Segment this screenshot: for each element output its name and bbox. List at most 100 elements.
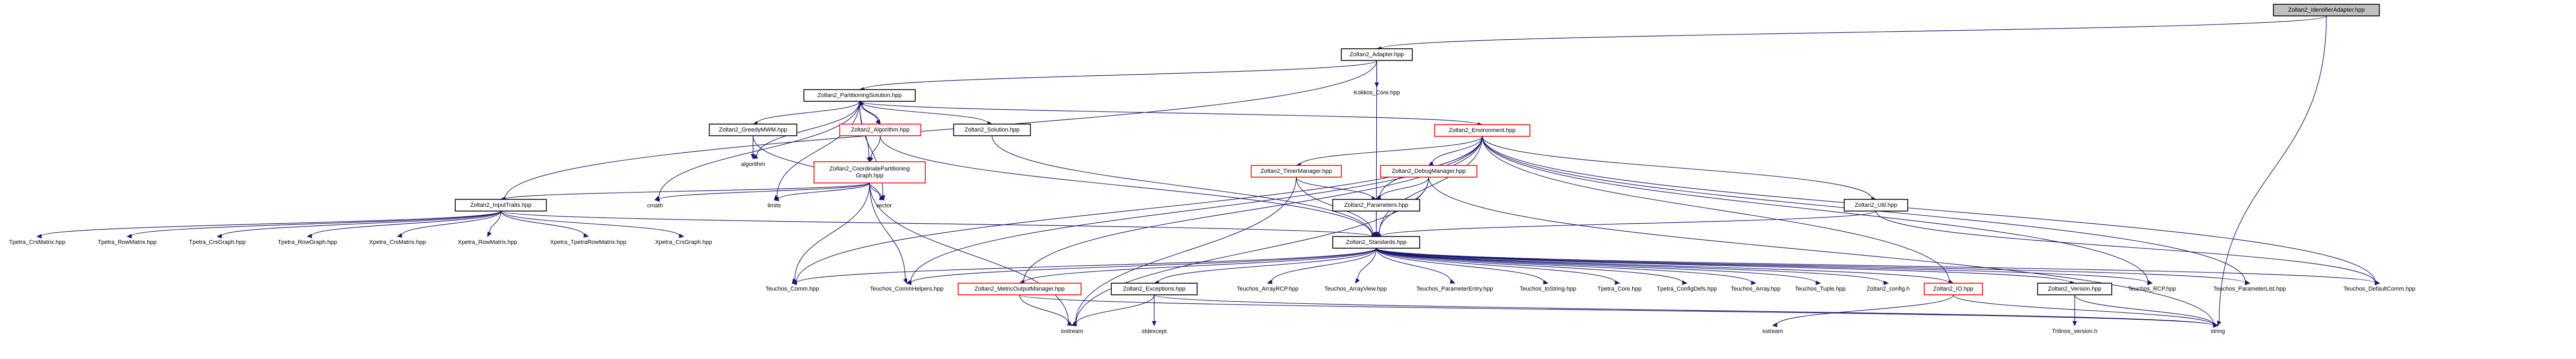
- node-label: Xpetra_RowMatrix.hpp: [458, 239, 517, 246]
- node-label: Zoltan2_PartitioningSolution.hpp: [817, 92, 901, 99]
- node-label: Teuchos_ArrayRCP.hpp: [1237, 286, 1299, 292]
- node-debug[interactable]: Zoltan2_DebugManager.hpp: [1380, 165, 1477, 178]
- node-iostream: iostream: [1061, 328, 1083, 335]
- node-io[interactable]: Zoltan2_IO.hpp: [1924, 283, 1983, 295]
- edge-coordgraph-to-vector: [869, 182, 884, 200]
- node-util[interactable]: Zoltan2_Util.hpp: [1844, 199, 1908, 212]
- node-timer[interactable]: Zoltan2_TimerManager.hpp: [1251, 165, 1342, 178]
- node-algorithm-h[interactable]: Zoltan2_Algorithm.hpp: [839, 124, 922, 136]
- edge-io-to-sstream: [1772, 294, 1954, 327]
- node-root: Zoltan2_IdentifierAdapter.hpp: [2273, 4, 2380, 16]
- node-t-rcp: Teuchos_RCP.hpp: [2128, 286, 2176, 292]
- node-label: Teuchos_CommHelpers.hpp: [870, 286, 944, 292]
- edge-partsol-to-greedy: [752, 101, 860, 126]
- edge-standards-to-tp_configdefs: [1376, 248, 1688, 285]
- node-label: Zoltan2_MetricOutputManager.hpp: [975, 286, 1065, 292]
- edge-inputtraits-to-tp_rowmatrix: [126, 211, 501, 239]
- node-tp-core: Tpetra_Core.hpp: [1597, 286, 1641, 292]
- edge-coordgraph-to-t_commhelpers: [869, 182, 908, 284]
- node-tp-configdefs: Tpetra_ConfigDefs.hpp: [1657, 286, 1717, 292]
- edge-standards-to-t_comm: [791, 248, 1377, 285]
- node-metric[interactable]: Zoltan2_MetricOutputManager.hpp: [958, 283, 1082, 295]
- edge-root-to-string: [2217, 15, 2327, 327]
- edge-standards-to-version: [1376, 248, 2076, 285]
- edge-coordgraph-to-t_comm: [792, 182, 870, 284]
- edge-standards-to-t_arrayview: [1355, 248, 1377, 284]
- edge-standards-to-t_rcp: [1376, 248, 2153, 285]
- edge-standards-to-t_paramentry: [1376, 248, 1456, 284]
- node-box: [1924, 283, 1983, 295]
- node-label: Xpetra_CrsMatrix.hpp: [369, 239, 426, 246]
- node-label: Trilinos_version.h: [2052, 328, 2097, 335]
- node-label: Tpetra_CrsGraph.hpp: [189, 239, 246, 246]
- node-solution[interactable]: Zoltan2_Solution.hpp: [953, 124, 1031, 136]
- node-inputtraits[interactable]: Zoltan2_InputTraits.hpp: [455, 199, 547, 212]
- node-label: Zoltan2_DebugManager.hpp: [1392, 168, 1465, 174]
- node-label: Teuchos_Array.hpp: [1731, 286, 1781, 292]
- edge-standards-to-t_tostring: [1376, 248, 1549, 285]
- node-t-commhelpers: Teuchos_CommHelpers.hpp: [870, 286, 944, 292]
- node-environment[interactable]: Zoltan2_Environment.hpp: [1434, 124, 1530, 137]
- node-params[interactable]: Zoltan2_Parameters.hpp: [1332, 199, 1420, 212]
- edge-inputtraits-to-xp_crsgraph: [500, 211, 685, 239]
- node-label: Zoltan2_Adapter.hpp: [1350, 51, 1404, 58]
- node-adapter[interactable]: Zoltan2_Adapter.hpp: [1341, 48, 1413, 61]
- node-label: Tpetra_ConfigDefs.hpp: [1657, 286, 1717, 292]
- node-box: [1844, 199, 1908, 212]
- edge-solution-to-standards: [992, 135, 1377, 238]
- edge-partsol-to-cmath: [654, 101, 860, 200]
- node-label: Teuchos_ParameterEntry.hpp: [1417, 286, 1493, 292]
- edge-standards-to-t_commhelpers: [906, 248, 1377, 285]
- node-box: [1251, 165, 1342, 178]
- node-greedy[interactable]: Zoltan2_GreedyMWM.hpp: [709, 124, 798, 136]
- node-box: [1111, 283, 1198, 295]
- node-box: [803, 89, 916, 102]
- edge-partsol-to-environment: [859, 101, 1483, 127]
- header-nodes: Zoltan2_IdentifierAdapter.hppZoltan2_Ada…: [9, 4, 2415, 335]
- edge-algorithm_h-to-coordgraph: [869, 135, 881, 163]
- edge-standards-to-tp_core: [1376, 248, 1621, 285]
- node-box: [1341, 48, 1413, 61]
- node-exceptions[interactable]: Zoltan2_Exceptions.hpp: [1111, 283, 1198, 295]
- node-label: Tpetra_RowMatrix.hpp: [98, 239, 156, 246]
- edge-inputtraits-to-xp_rowmatrix: [487, 211, 501, 238]
- node-label: Teuchos_Comm.hpp: [766, 286, 819, 292]
- node-cmath: cmath: [647, 203, 663, 209]
- edge-partsol-to-algorithm_h: [859, 101, 881, 125]
- node-label: Zoltan2_InputTraits.hpp: [470, 202, 532, 208]
- edge-standards-to-t_defaultcomm: [1376, 248, 2380, 285]
- node-xp-crsmatrix: Xpetra_CrsMatrix.hpp: [369, 239, 426, 246]
- node-label: Zoltan2_Version.hpp: [2048, 286, 2102, 292]
- edge-adapter-to-inputtraits: [500, 60, 1377, 201]
- edge-coordgraph-to-cmath: [654, 182, 870, 202]
- node-label: Zoltan2_CoordinatePartitioning: [829, 165, 910, 172]
- node-t-paramentry: Teuchos_ParameterEntry.hpp: [1417, 286, 1493, 292]
- edge-adapter-to-partsol: [858, 60, 1377, 92]
- node-t-array: Teuchos_Array.hpp: [1731, 286, 1781, 292]
- edge-coordgraph-to-iostream: [869, 182, 1073, 326]
- node-xp-crsgraph: Xpetra_CrsGraph.hpp: [655, 239, 712, 246]
- node-box: [455, 199, 547, 212]
- edge-environment-to-standards: [1376, 136, 1483, 237]
- node-t-arrayview: Teuchos_ArrayView.hpp: [1324, 286, 1387, 292]
- edge-params-to-standards: [1374, 211, 1379, 238]
- node-label: Xpetra_CrsGraph.hpp: [655, 239, 712, 246]
- node-label: stdexcept: [1141, 328, 1166, 335]
- node-version[interactable]: Zoltan2_Version.hpp: [2037, 283, 2112, 295]
- node-t-tuple: Teuchos_Tuple.hpp: [1795, 286, 1846, 292]
- edge-algorithm_h-to-partsol: [859, 101, 881, 125]
- node-t-arrayrcp: Teuchos_ArrayRCP.hpp: [1237, 286, 1299, 292]
- node-stdexcept: stdexcept: [1141, 328, 1166, 335]
- node-standards[interactable]: Zoltan2_Standards.hpp: [1332, 236, 1420, 249]
- node-xp-rowmatrix: Xpetra_RowMatrix.hpp: [458, 239, 517, 246]
- node-box: [1434, 124, 1530, 137]
- node-t-paramlist: Teuchos_ParameterList.hpp: [2214, 286, 2286, 292]
- edge-coordgraph-to-limits: [773, 182, 870, 202]
- edge-exceptions-to-iostream: [1071, 294, 1155, 327]
- node-partsol[interactable]: Zoltan2_PartitioningSolution.hpp: [803, 89, 916, 102]
- node-label: Zoltan2_Standards.hpp: [1346, 239, 1406, 246]
- edge-standards-to-t_arrayrcp: [1267, 248, 1377, 284]
- edge-timer-to-params: [1296, 177, 1377, 200]
